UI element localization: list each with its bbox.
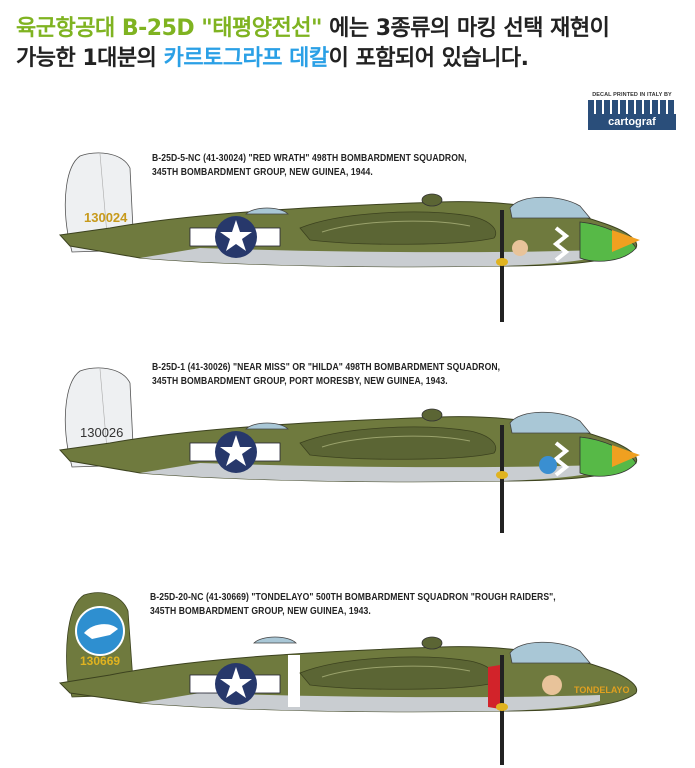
waist-window — [253, 636, 297, 644]
nose-band — [488, 665, 500, 709]
insignia-star — [220, 220, 252, 251]
pinup-art — [512, 240, 528, 256]
marking-3-caption: B-25D-20-NC (41-30669) "TONDELAYO" 500TH… — [150, 591, 556, 619]
headline-line-2: 가능한 1대분의 카르토그라프 데칼이 포함되어 있습니다. — [16, 44, 686, 74]
nose-art — [579, 436, 637, 477]
cartograf-logo: DECAL PRINTED IN ITALY BY cartograf — [588, 92, 676, 134]
fuselage-band — [288, 655, 300, 707]
headline-decal-brand: 카르토그라프 데칼 — [163, 46, 330, 71]
headline: 육군항공대 B-25D "태평양전선" 에는 3종류의 마킹 선택 재현이 가능… — [16, 14, 686, 74]
canopy — [509, 411, 591, 434]
waist-window — [245, 207, 289, 215]
nose-beak — [612, 445, 640, 467]
caption-line-2: 345TH BOMBARDMENT GROUP, NEW GUINEA, 194… — [150, 606, 371, 617]
pinup-art — [542, 675, 562, 695]
dorsal-turret — [421, 193, 443, 207]
decal-printed-label: DECAL PRINTED IN ITALY BY — [592, 92, 672, 98]
caption-line-2: 345TH BOMBARDMENT GROUP, PORT MORESBY, N… — [152, 376, 448, 387]
aircraft-profile-1: 130024 — [58, 152, 640, 322]
caption-line-1: B-25D-1 (41-30026) "NEAR MISS" OR "HILDA… — [152, 362, 501, 373]
engine-nacelle — [299, 426, 496, 460]
cartograf-logo-box: cartograf — [588, 100, 676, 130]
canopy — [509, 641, 591, 664]
underside — [140, 248, 600, 267]
cartograf-brand: cartograf — [588, 114, 676, 130]
tail-serial: 130026 — [80, 425, 123, 440]
nose-beak — [612, 230, 640, 252]
waist-window — [245, 422, 289, 430]
tail-serial: 130669 — [80, 654, 120, 668]
insignia-star — [220, 667, 252, 698]
tail-serial: 130024 — [84, 210, 128, 225]
caption-line-1: B-25D-5-NC (41-30024) "RED WRATH" 498TH … — [152, 153, 467, 164]
squadron-emblem — [539, 456, 557, 474]
underside — [140, 463, 600, 482]
marking-2-caption: B-25D-1 (41-30026) "NEAR MISS" OR "HILDA… — [152, 361, 500, 389]
headline-line-1: 육군항공대 B-25D "태평양전선" 에는 3종류의 마킹 선택 재현이 — [16, 14, 686, 44]
caption-line-2: 345TH BOMBARDMENT GROUP, NEW GUINEA, 194… — [152, 167, 373, 178]
marking-1-caption: B-25D-5-NC (41-30024) "RED WRATH" 498TH … — [152, 152, 467, 180]
boar-emblem — [84, 624, 118, 639]
headline-text: 에는 3종류의 마킹 선택 재현이 — [321, 16, 610, 41]
headline-product-name: 육군항공대 B-25D "태평양전선" — [16, 16, 322, 41]
aircraft-profile-2: 130026 — [58, 367, 640, 533]
nose-art-text: TONDELAYO — [574, 685, 630, 695]
dorsal-turret — [421, 636, 443, 650]
underside — [140, 693, 600, 712]
dorsal-turret — [421, 408, 443, 422]
aircraft-profile-3: 130669 TONDELAYO — [58, 592, 638, 765]
canopy — [509, 196, 591, 219]
caption-line-1: B-25D-20-NC (41-30669) "TONDELAYO" 500TH… — [150, 592, 556, 603]
headline-text: 가능한 1대분의 — [16, 46, 164, 71]
logo-stripes — [588, 100, 676, 114]
engine-nacelle — [299, 211, 496, 245]
insignia-star — [220, 435, 252, 466]
nose-art — [579, 221, 637, 262]
headline-text: 이 포함되어 있습니다. — [328, 46, 529, 71]
